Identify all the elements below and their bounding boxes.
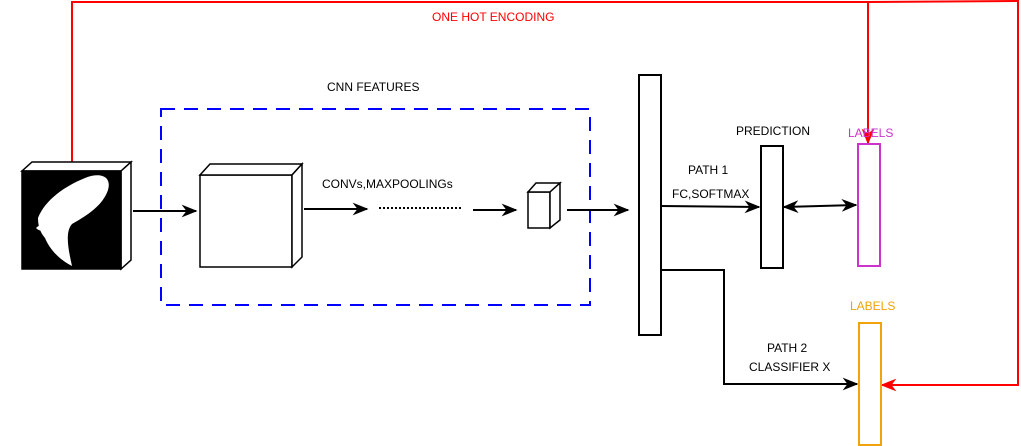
conv-volume-large (198, 162, 304, 269)
specimen-shape (38, 175, 109, 266)
feature-vector (638, 74, 662, 336)
path1-label: PATH 1 (688, 163, 729, 177)
cnn-features-region (160, 108, 591, 306)
prediction-labels-comparison-arrow (782, 199, 858, 213)
prediction-bar (760, 145, 784, 269)
fc-softmax-label: FC,SOFTMAX (672, 187, 749, 201)
labels-top-label: LABELS (848, 126, 893, 140)
labels-bar-bottom (858, 322, 882, 446)
one-hot-encoding-connector (71, 1, 875, 171)
path2-connector (661, 269, 859, 391)
path2-label: PATH 2 (767, 341, 808, 355)
one-hot-encoding-connector-bottom (867, 0, 1019, 392)
prediction-label: PREDICTION (736, 124, 810, 138)
conv-volume-small (526, 181, 562, 230)
labels-bottom-label: LABELS (850, 299, 895, 313)
convs-maxpoolings-label: CONVs,MAXPOOLINGs (322, 177, 453, 191)
path1-arrow (660, 200, 761, 214)
one-hot-encoding-label: ONE HOT ENCODING (432, 10, 554, 24)
classifier-x-label: CLASSIFIER X (749, 360, 830, 374)
labels-bar-top (857, 143, 881, 267)
cnn-features-label: CNN FEATURES (327, 80, 419, 94)
input-image (20, 160, 133, 271)
